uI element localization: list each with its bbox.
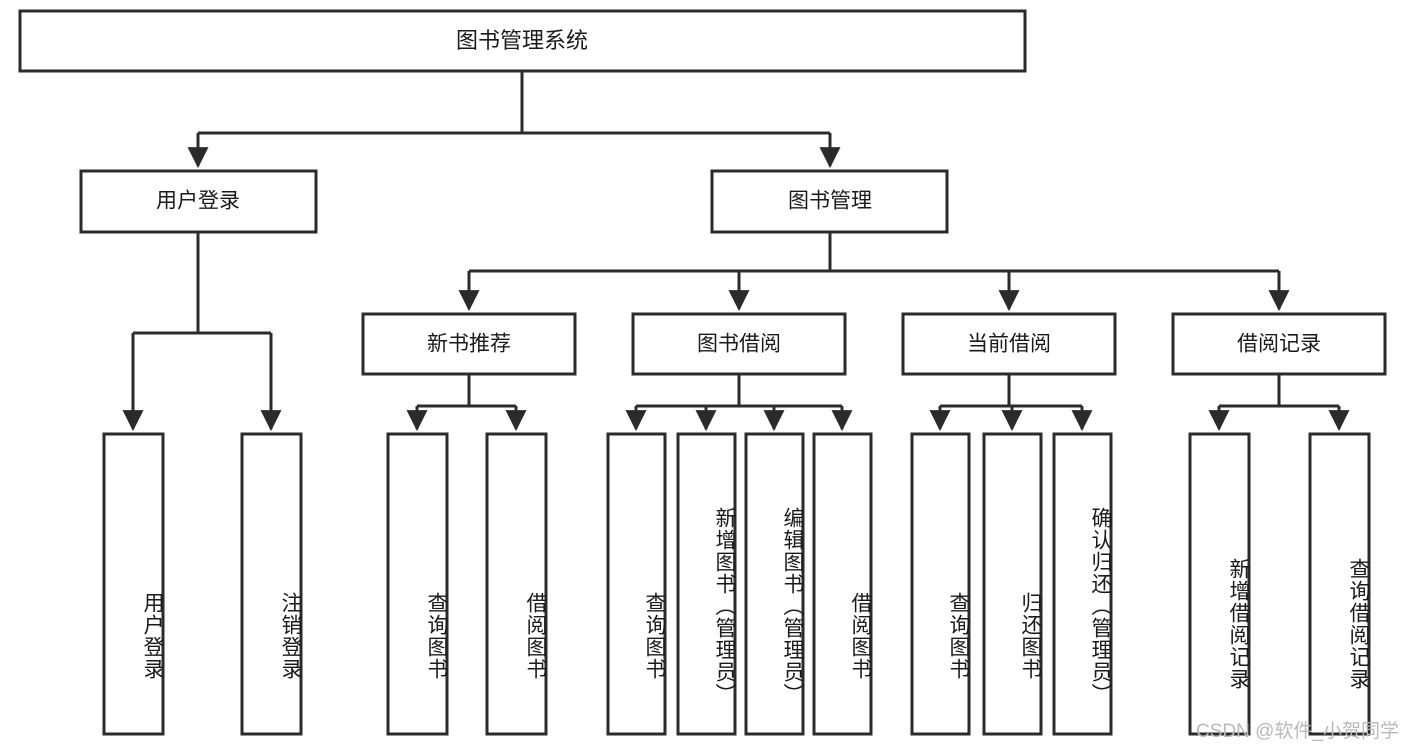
leaf-box-return-book[interactable] [982,432,1043,736]
node-user-login-box[interactable] [79,169,318,234]
leaf-box-add-record[interactable] [1188,432,1251,736]
leaf-box-logout[interactable] [240,432,303,736]
node-new-book-recommend-box[interactable] [361,312,577,376]
node-current-borrow-box[interactable] [901,312,1117,376]
node-borrow-record-label: 借阅记录 [1237,333,1321,356]
node-book-management[interactable]: 图书管理 [710,169,949,234]
csdn-watermark: CSDN @软件_小贺同学 [1196,720,1399,742]
leaf-boxes [102,432,1371,736]
leaf-box-add-book[interactable] [676,432,737,736]
node-user-login[interactable]: 用户登录 [79,169,318,234]
node-borrow-record-box[interactable] [1171,312,1387,376]
leaf-box-borrow-book-1[interactable] [485,432,548,736]
leaf-box-confirm-return[interactable] [1052,432,1113,736]
connectors-bookborrow-to-leaves [625,374,853,432]
leaf-box-query-book-1[interactable] [386,432,449,736]
leaf-box-query-book-3[interactable] [910,432,971,736]
node-book-borrow[interactable]: 图书借阅 [631,312,847,376]
connectors-newbook-to-leaves [406,374,527,432]
node-user-login-label: 用户登录 [156,190,240,213]
leaf-box-borrow-book-2[interactable] [812,432,873,736]
leaf-box-query-record[interactable] [1308,432,1371,736]
node-root-label: 图书管理系统 [456,28,588,53]
leaf-box-edit-book[interactable] [744,432,805,736]
node-current-borrow-label: 当前借阅 [967,333,1051,356]
node-root-box[interactable] [18,9,1027,73]
node-new-book-recommend-label: 新书推荐 [427,333,511,356]
connectors-userlogin-to-leaves [122,232,282,432]
node-book-management-label: 图书管理 [788,190,872,213]
node-current-borrow[interactable]: 当前借阅 [901,312,1117,376]
node-borrow-record[interactable]: 借阅记录 [1171,312,1387,376]
node-book-borrow-label: 图书借阅 [697,333,781,356]
node-book-management-box[interactable] [710,169,949,234]
connectors-borrowrecord-to-leaves [1208,374,1350,432]
node-root[interactable]: 图书管理系统 [18,9,1027,73]
leaf-box-user-login[interactable] [102,432,165,736]
node-new-book-recommend[interactable]: 新书推荐 [361,312,577,376]
connectors-currentborrow-to-leaves [929,374,1093,432]
node-book-borrow-box[interactable] [631,312,847,376]
connectors-bookmgmt-to-level3 [458,232,1290,312]
connectors-root-to-level2 [187,71,841,169]
leaf-box-query-book-2[interactable] [606,432,667,736]
